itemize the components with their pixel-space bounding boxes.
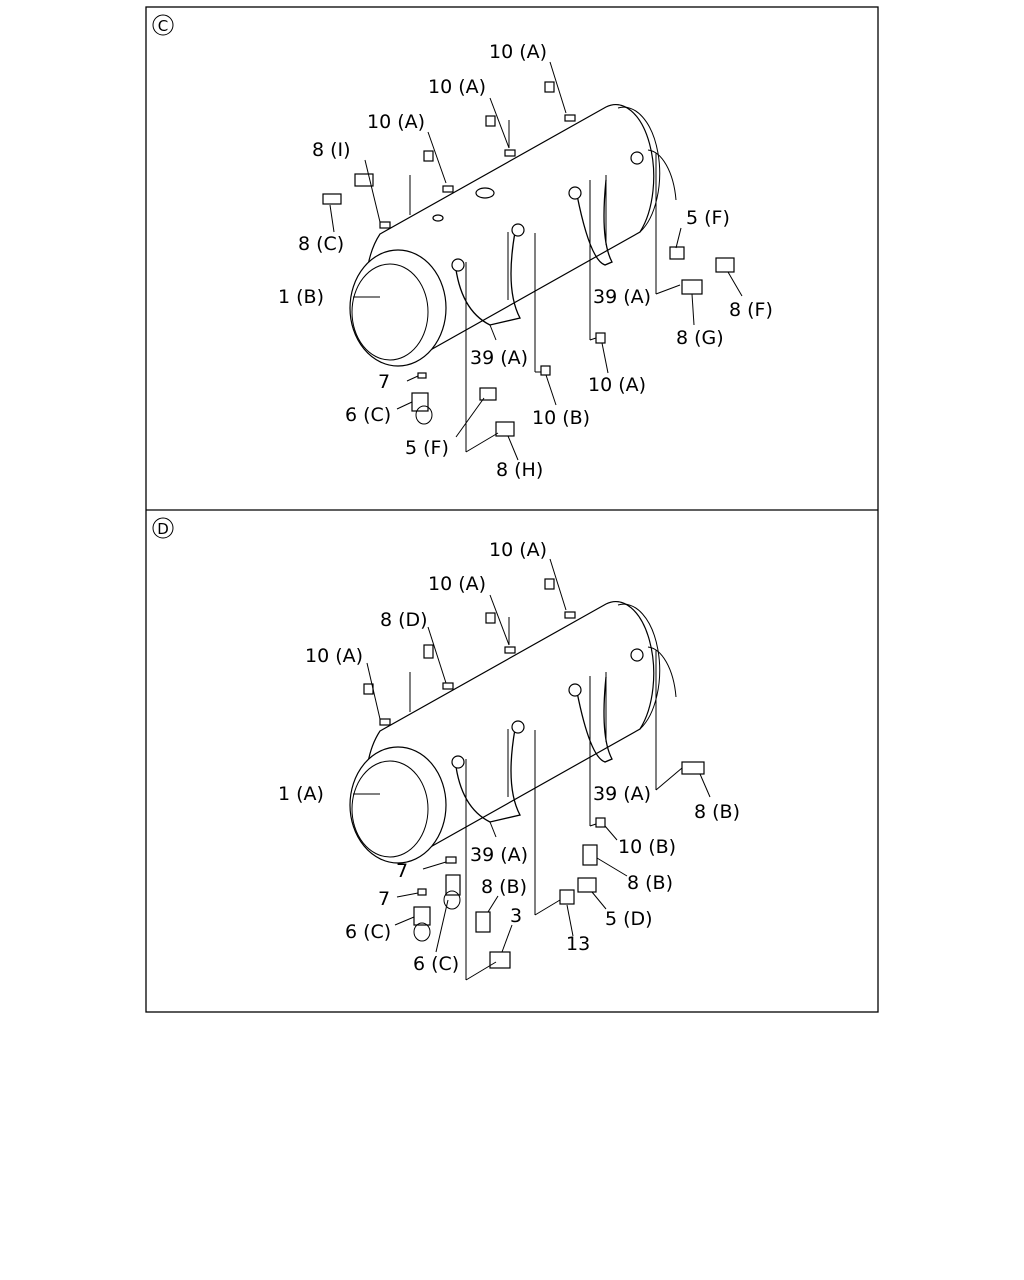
label-39a-left: 39 (A) [470, 347, 528, 369]
label-10a-mid: 10 (A) [428, 573, 486, 595]
air-tank-d [349, 601, 677, 864]
label-10a-bottom: 10 (A) [588, 374, 646, 396]
label-10a-top: 10 (A) [489, 539, 547, 561]
leader-lines-d [353, 558, 711, 981]
panel-c: C [152, 14, 773, 481]
label-8g: 8 (G) [676, 327, 724, 349]
label-7-b: 7 [378, 888, 390, 910]
label-10a-top: 10 (A) [489, 41, 547, 63]
label-10b: 10 (B) [618, 836, 676, 858]
panel-c-marker: C [152, 14, 174, 36]
label-10a-left: 10 (A) [367, 111, 425, 133]
panel-d-marker: D [152, 517, 174, 539]
label-10a-left: 10 (A) [305, 645, 363, 667]
air-tank-c [349, 104, 677, 367]
label-7-a: 7 [396, 860, 408, 882]
panel-d: D [152, 517, 740, 981]
fittings-d [363, 578, 705, 969]
label-5d: 5 (D) [605, 908, 653, 930]
label-6c-left: 6 (C) [345, 921, 391, 943]
label-8h: 8 (H) [496, 459, 543, 481]
label-39a-right: 39 (A) [593, 286, 651, 308]
label-10b: 10 (B) [532, 407, 590, 429]
tank-ports-c [379, 114, 644, 272]
label-3: 3 [510, 905, 522, 927]
label-5f-right: 5 (F) [686, 207, 730, 229]
label-5f-left: 5 (F) [405, 437, 449, 459]
label-6c-right: 6 (C) [413, 953, 459, 975]
label-39a-left: 39 (A) [470, 844, 528, 866]
label-7: 7 [378, 371, 390, 393]
label-13: 13 [566, 933, 590, 955]
label-6c: 6 (C) [345, 404, 391, 426]
label-10a-mid: 10 (A) [428, 76, 486, 98]
label-8b-mid: 8 (B) [627, 872, 673, 894]
label-39a-right: 39 (A) [593, 783, 651, 805]
label-1a: 1 (A) [278, 783, 324, 805]
label-8d: 8 (D) [380, 609, 428, 631]
fittings-c [322, 81, 735, 437]
tank-ports-d [379, 611, 644, 769]
label-8b-right: 8 (B) [694, 801, 740, 823]
tank-straps-d [409, 617, 613, 823]
label-8b-left: 8 (B) [481, 876, 527, 898]
label-8f: 8 (F) [729, 299, 773, 321]
tank-straps-c [409, 120, 613, 326]
label-1b: 1 (B) [278, 286, 324, 308]
label-8c: 8 (C) [298, 233, 344, 255]
svg-text:C: C [158, 17, 168, 35]
leader-lines-c [329, 61, 743, 461]
svg-text:D: D [157, 520, 169, 538]
label-8i: 8 (I) [312, 139, 351, 161]
